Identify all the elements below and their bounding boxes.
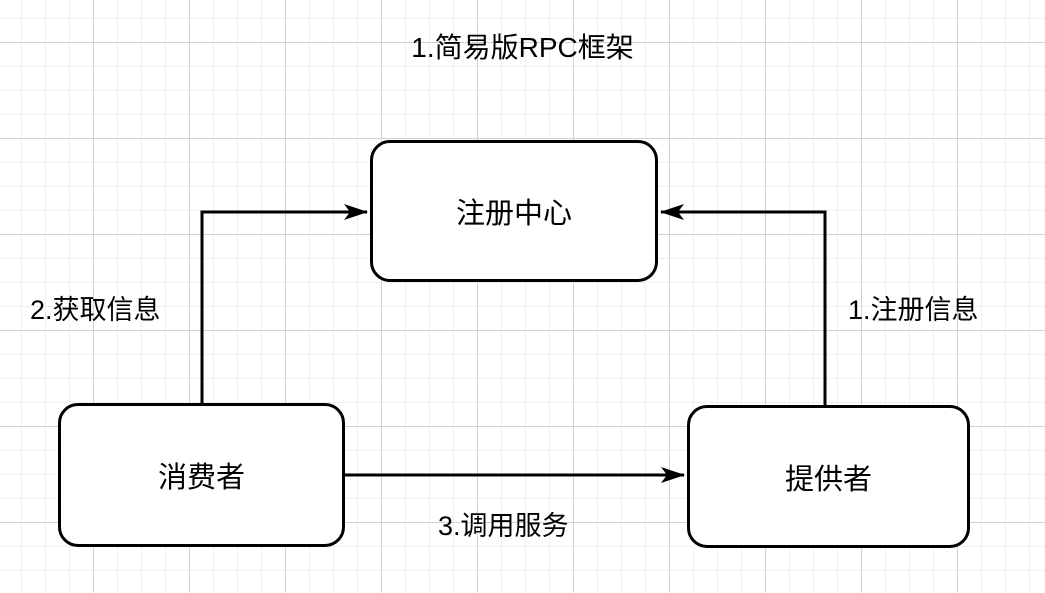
edge-label-invoke: 3.调用服务: [438, 511, 569, 541]
diagram-title: 1.简易版RPC框架: [411, 32, 634, 63]
node-registry-label: 注册中心: [455, 198, 572, 230]
node-provider: 提供者: [687, 405, 970, 548]
node-consumer-label: 消费者: [157, 462, 245, 494]
edge-label-fetch: 2.获取信息: [30, 295, 161, 325]
node-consumer: 消费者: [58, 403, 345, 547]
edge-label-register: 1.注册信息: [848, 295, 979, 325]
node-provider-label: 提供者: [784, 463, 872, 496]
edge-register-connector: [660, 204, 827, 405]
node-registry: 注册中心: [370, 140, 658, 282]
edge-fetch-connector: [200, 204, 368, 403]
